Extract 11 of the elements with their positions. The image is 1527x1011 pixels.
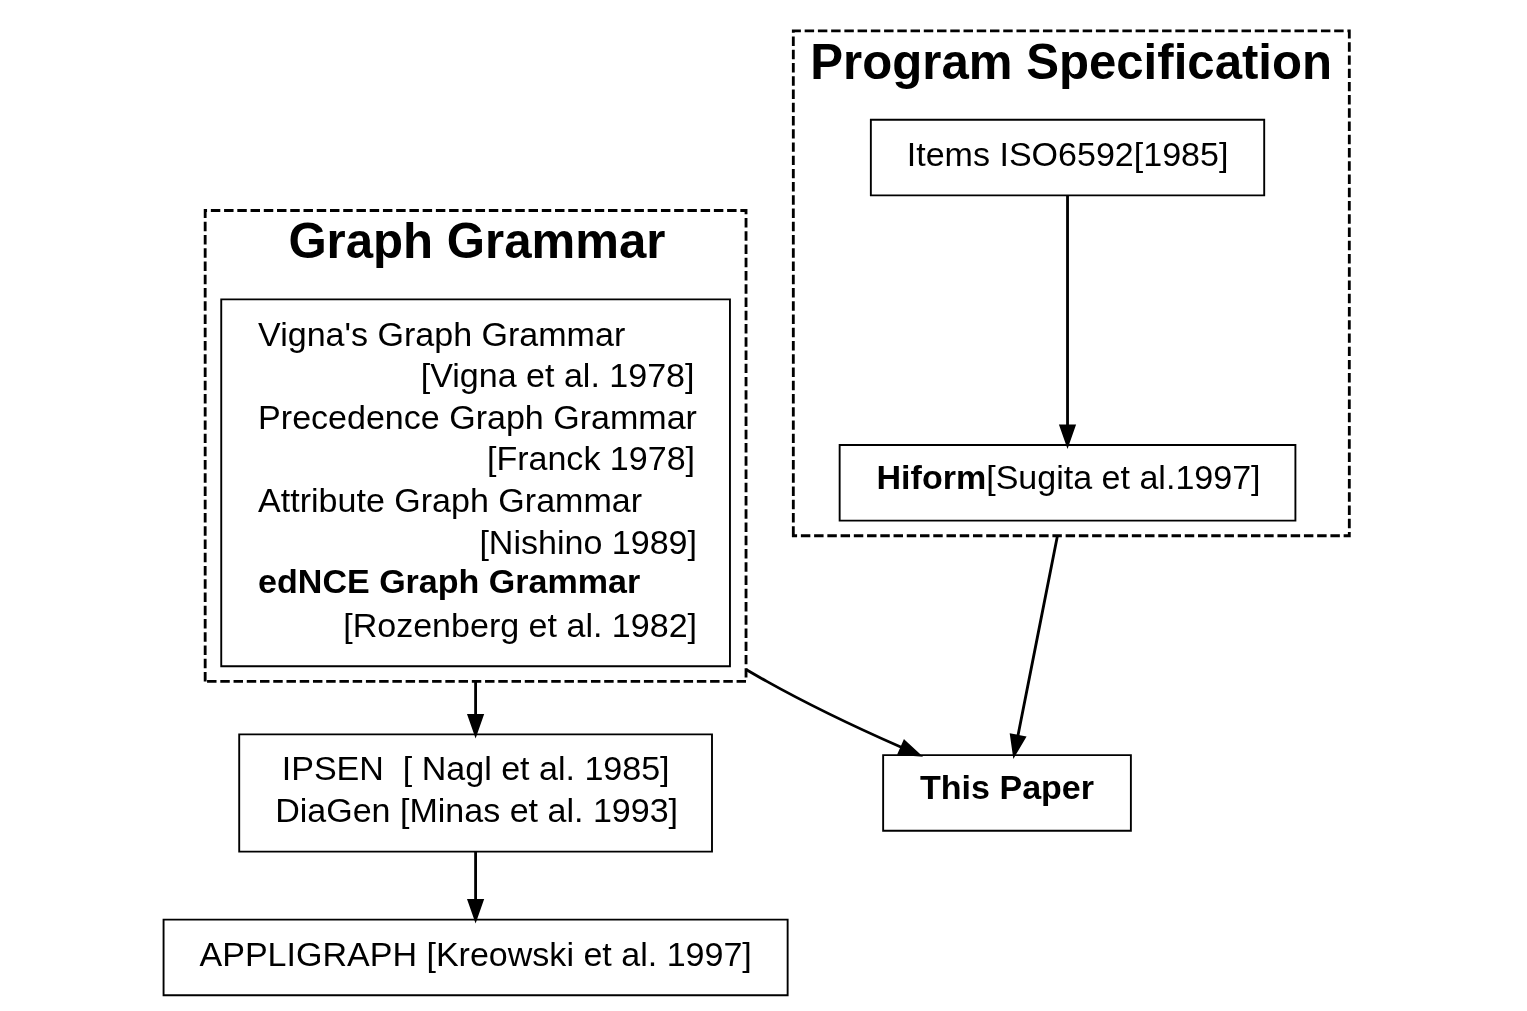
node-box: This Paper	[881, 754, 1132, 832]
node-box: Items ISO6592[1985]	[869, 118, 1265, 197]
node-box: Vigna's Graph Grammar [Vigna et al. 1978] Precedence Graph Grammar [Franck 1978] Attribute Graph Grammar [Nishino 1989] edNCE Graph Grammar [Rozenberg et al. 1982]	[219, 298, 731, 668]
arrow	[1058, 195, 1076, 450]
arrow	[744, 668, 923, 757]
node-box: IPSEN [ Nagl et al. 1985] DiaGen [Minas et al. 1993]	[237, 733, 713, 853]
arrow	[1009, 535, 1059, 759]
arrow	[466, 681, 484, 739]
node-box: APPLIGRAPH [Kreowski et al. 1997]	[162, 918, 789, 997]
arrow	[466, 851, 484, 924]
node-box: Hiform[Sugita et al.1997]	[838, 444, 1296, 522]
